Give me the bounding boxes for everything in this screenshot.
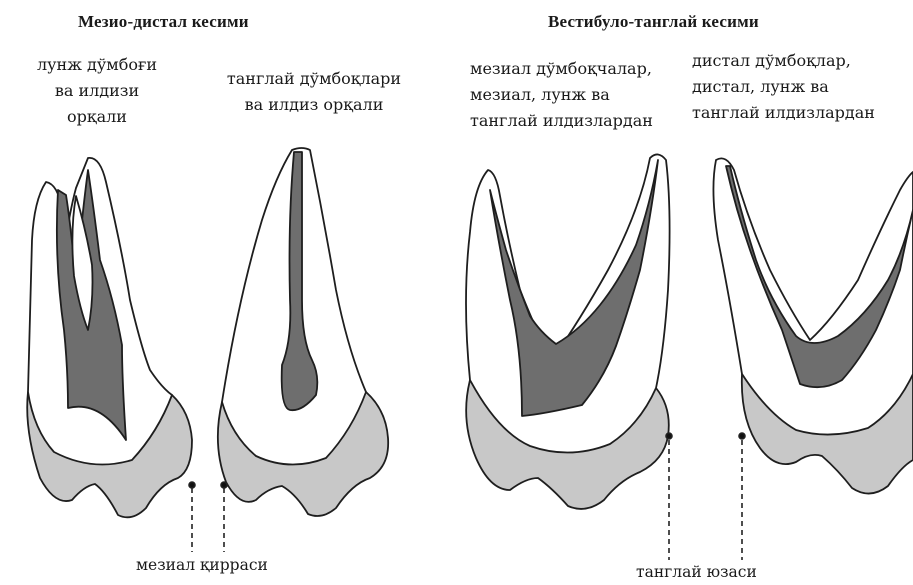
tooth-2-palatal-section [218,148,388,516]
palatal-surface-dot-2 [739,433,745,439]
mesial-edge-dot-1 [189,482,195,488]
mesial-edge-markers [189,482,227,552]
palatal-surface-dot-1 [666,433,672,439]
tooth-3-mesial-section [466,154,670,508]
label-palatal-surface: танглай юзаси [636,563,757,581]
mesial-edge-dot-2 [221,482,227,488]
tooth-1-buccal-section [27,158,192,517]
palatal-surface-markers [666,433,745,560]
tooth-4-distal-section [713,158,913,493]
label-mesial-edge: мезиал қирраси [136,556,268,574]
